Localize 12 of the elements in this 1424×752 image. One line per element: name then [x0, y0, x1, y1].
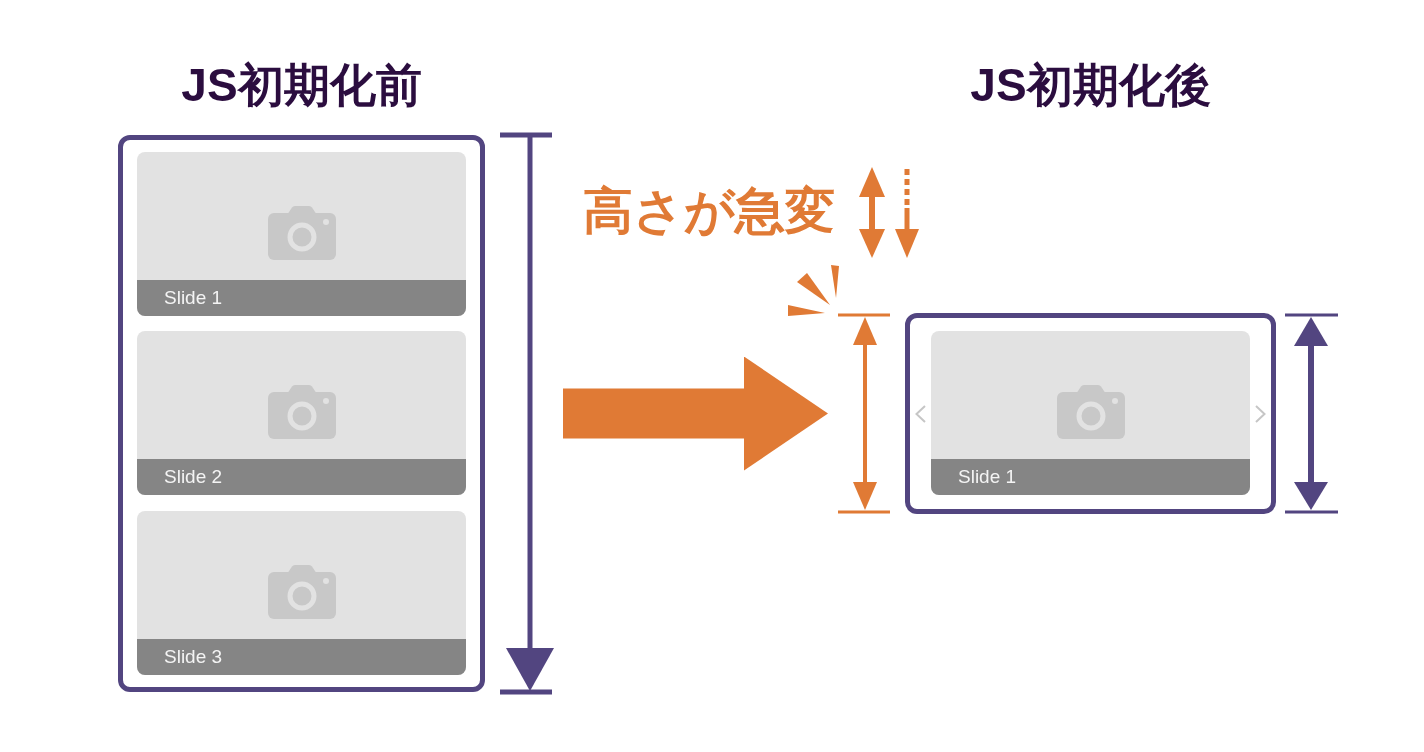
caption-bar: Slide 2: [137, 459, 466, 495]
caption-bar: Slide 1: [931, 459, 1250, 495]
slide-card: [137, 152, 466, 316]
arrow: [563, 356, 828, 471]
slide-card: [137, 511, 466, 675]
caption-bar: Slide 3: [137, 639, 466, 675]
section-heading: JS初期化後: [970, 58, 1211, 113]
caption-bar: Slide 1: [137, 280, 466, 316]
slide-card: [931, 331, 1250, 495]
annotation-text: 高さが急変: [583, 183, 835, 239]
slide-card: [137, 331, 466, 495]
section-heading: JS初期化前: [181, 58, 422, 113]
